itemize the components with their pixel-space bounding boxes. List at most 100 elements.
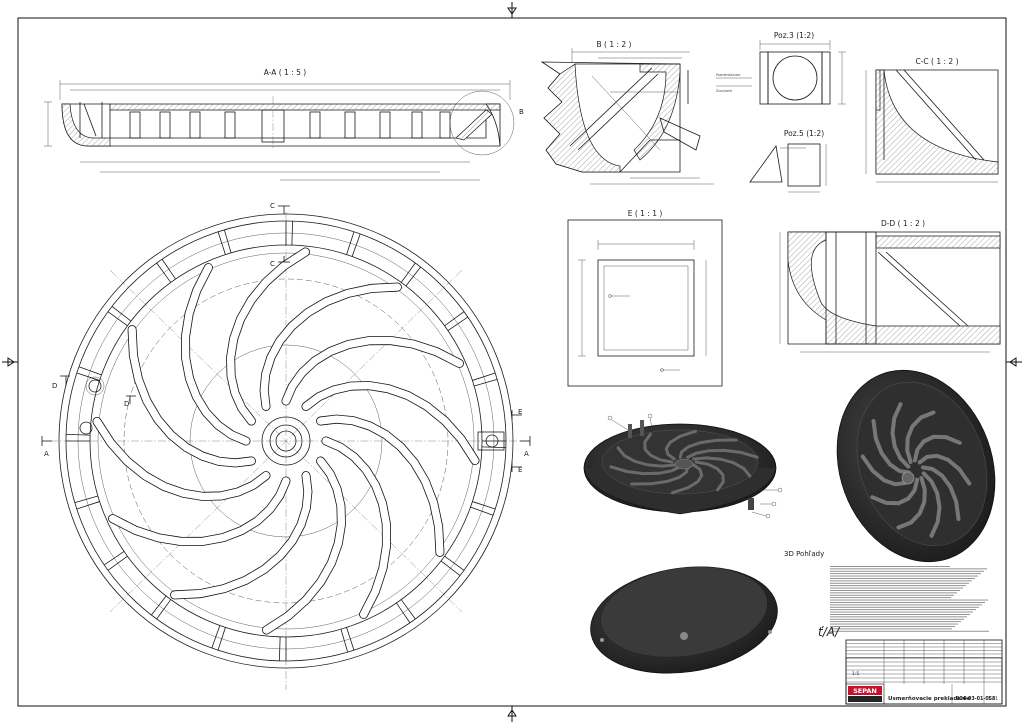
company-logo: SEPAN [848, 686, 882, 702]
note-line [830, 599, 988, 601]
rim-pocket [103, 551, 128, 571]
section-marker-d-right: D [124, 400, 129, 408]
rim-pocket [470, 501, 496, 516]
section-marker-c-bottom: C [270, 260, 275, 268]
iso-view-side [836, 369, 996, 563]
note-line [830, 628, 952, 630]
note-line [830, 597, 951, 599]
section-marker-a-left: A [44, 450, 49, 458]
vane [321, 436, 392, 619]
section-dd-view: D-D ( 1 : 2 ) [779, 219, 1001, 353]
note-line [830, 594, 954, 596]
rim-pocket [440, 555, 465, 576]
note-line [830, 602, 985, 603]
section-marker-e-bottom: E [518, 466, 522, 474]
note-line [830, 566, 950, 567]
note-line [830, 590, 960, 591]
poz3-view: Poz.3 (1:2) Poznámka/note Zvar/weld [716, 31, 846, 105]
iso-vane [890, 402, 911, 469]
rim-pockets [66, 221, 506, 661]
iso-vane [686, 448, 759, 459]
note-line [830, 573, 981, 575]
center-bore [275, 430, 297, 452]
iso-vane [630, 465, 690, 486]
note-line [830, 568, 987, 570]
svg-text:Poznámka/note: Poznámka/note [716, 73, 741, 77]
detail-b-marker: B [519, 108, 524, 116]
note-line [830, 592, 957, 594]
drawing-number: 904-03-01-058 [956, 696, 996, 702]
iso-vane [670, 463, 704, 495]
plan-view: A A C C D D E E [41, 202, 531, 690]
sheet-number: 1 / 1 [988, 696, 998, 702]
vane [108, 476, 291, 547]
section-b-label: B ( 1 : 2 ) [597, 40, 632, 49]
general-notes [830, 566, 989, 632]
rim-pocket [279, 636, 287, 661]
vane [127, 325, 256, 468]
vane [281, 335, 464, 406]
iso-vane [905, 410, 936, 464]
section-marker-a-right: A [524, 450, 529, 458]
section-e-view: E ( 1 : 1 ) [567, 209, 723, 387]
rim-pocket [211, 625, 226, 651]
note-line [830, 614, 970, 615]
section-marker-c-top: C [270, 202, 275, 210]
vane [262, 456, 346, 635]
title-block: SEPAN Usmerňovacie prekladanie 904-03-01… [845, 639, 1003, 705]
section-cc-label: C-C ( 1 : 2 ) [915, 57, 958, 66]
rim-pocket [66, 434, 91, 442]
iso-vane [870, 477, 920, 506]
svg-text:Zvar/weld: Zvar/weld [716, 89, 732, 93]
iso-view-bottom [590, 566, 778, 674]
section-e-label: E ( 1 : 1 ) [628, 209, 663, 218]
company-name: SEPAN [853, 687, 877, 695]
rim-pocket [472, 372, 498, 387]
note-line [830, 582, 969, 584]
iso-vane [609, 465, 682, 476]
section-marker-e-top: E [518, 408, 522, 416]
poz3-label: Poz.3 (1:2) [774, 31, 814, 40]
rim-pocket [444, 311, 469, 331]
note-line [830, 580, 972, 582]
section-aa-view: A-A ( 1 : 5 ) B [44, 68, 524, 181]
section-b-view: B ( 1 : 2 ) [540, 40, 714, 185]
rim-pocket [340, 627, 355, 653]
rim-pocket [74, 495, 100, 510]
rim-pocket [400, 262, 421, 287]
hub-outer [261, 416, 311, 466]
vane [301, 381, 480, 465]
iso-vane [896, 476, 927, 530]
iso-vane [694, 460, 725, 492]
section-cc-view: C-C ( 1 : 2 ) [865, 57, 999, 183]
note-line [830, 587, 963, 589]
impeller-vanes [92, 247, 480, 635]
rim-pocket [156, 258, 176, 283]
rim-pocket [285, 221, 293, 246]
rim-pocket [107, 306, 132, 327]
iso-vane [917, 453, 972, 486]
iso-vane [664, 429, 698, 461]
iso-vane [616, 446, 676, 468]
note-line [830, 578, 975, 579]
vane [180, 263, 251, 446]
section-aa-label: A-A ( 1 : 5 ) [264, 68, 307, 77]
poz5-view: Poz.5 (1:2) [749, 129, 827, 193]
iso-vane [912, 434, 962, 463]
rim-pocket [217, 229, 232, 255]
note-line [830, 606, 979, 608]
drawing-scale: 1:5 [852, 671, 859, 677]
note-line [830, 585, 966, 587]
note-line [830, 623, 958, 625]
note-line [830, 609, 976, 611]
section-marker-d-left: D [52, 382, 57, 390]
note-line [830, 630, 989, 632]
poz5-label: Poz.5 (1:2) [784, 129, 824, 138]
views-3d: 3D Pohľady [583, 369, 996, 674]
vane [170, 471, 313, 600]
note-line [830, 575, 978, 577]
vane [92, 417, 271, 501]
views-3d-label: 3D Pohľady [784, 550, 824, 558]
iso-vane [871, 419, 911, 475]
